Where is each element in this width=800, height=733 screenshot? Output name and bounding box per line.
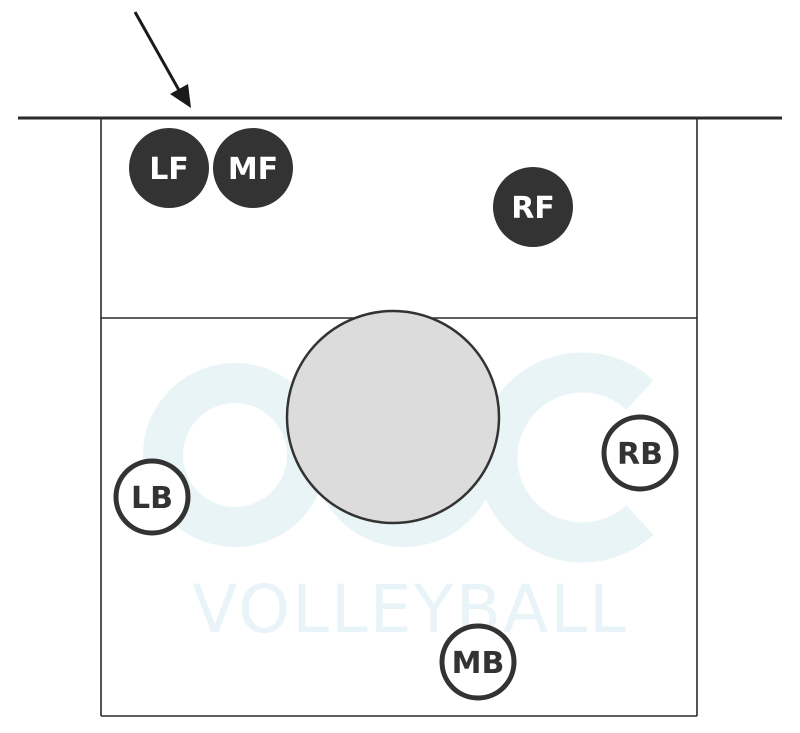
player-mb-label: MB (452, 646, 505, 681)
watermark-label: VOLLEYBALL (192, 571, 627, 648)
player-rf-label: RF (511, 191, 555, 226)
arrow-icon (133, 11, 191, 108)
player-rb-label: RB (617, 437, 663, 472)
player-lf: LF (129, 128, 209, 208)
player-lb-label: LB (131, 481, 173, 516)
player-mf: MF (213, 128, 293, 208)
player-mb: MB (439, 623, 517, 701)
player-rf: RF (493, 167, 573, 247)
player-lf-label: LF (149, 152, 189, 187)
player-lb: LB (113, 458, 191, 536)
volleyball (285, 309, 501, 525)
player-rb: RB (601, 414, 679, 492)
player-mf-label: MF (228, 152, 278, 187)
